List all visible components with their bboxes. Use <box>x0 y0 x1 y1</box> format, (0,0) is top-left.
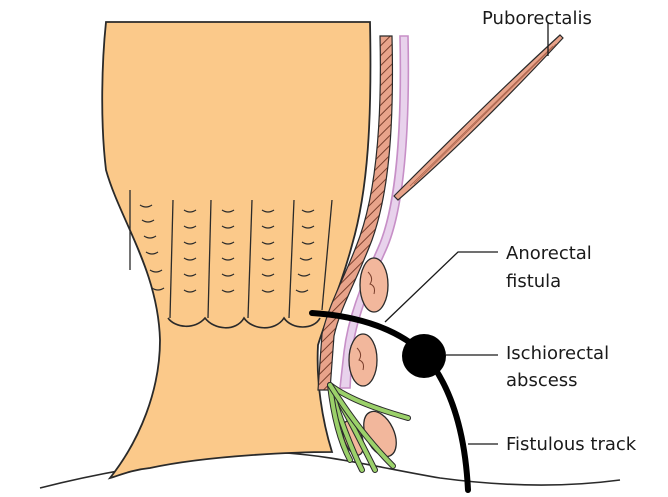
fat-lobule-upper <box>360 258 388 312</box>
ischiorectal-abscess <box>402 334 446 378</box>
fat-lobule-middle <box>349 334 377 386</box>
label-ischiorectal-abscess-line2: abscess <box>506 370 578 391</box>
label-fistulous-track: Fistulous track <box>506 434 637 455</box>
label-puborectalis: Puborectalis <box>482 8 592 29</box>
puborectalis-fibers <box>410 44 556 186</box>
label-anorectal-fistula-line2: fistula <box>506 271 561 292</box>
puborectalis-muscle <box>394 35 563 200</box>
label-anorectal-fistula-line1: Anorectal <box>506 243 592 264</box>
label-ischiorectal-abscess-line1: Ischiorectal <box>506 343 609 364</box>
anal-canal <box>102 22 370 478</box>
leader-anorectal-fistula <box>385 252 498 322</box>
